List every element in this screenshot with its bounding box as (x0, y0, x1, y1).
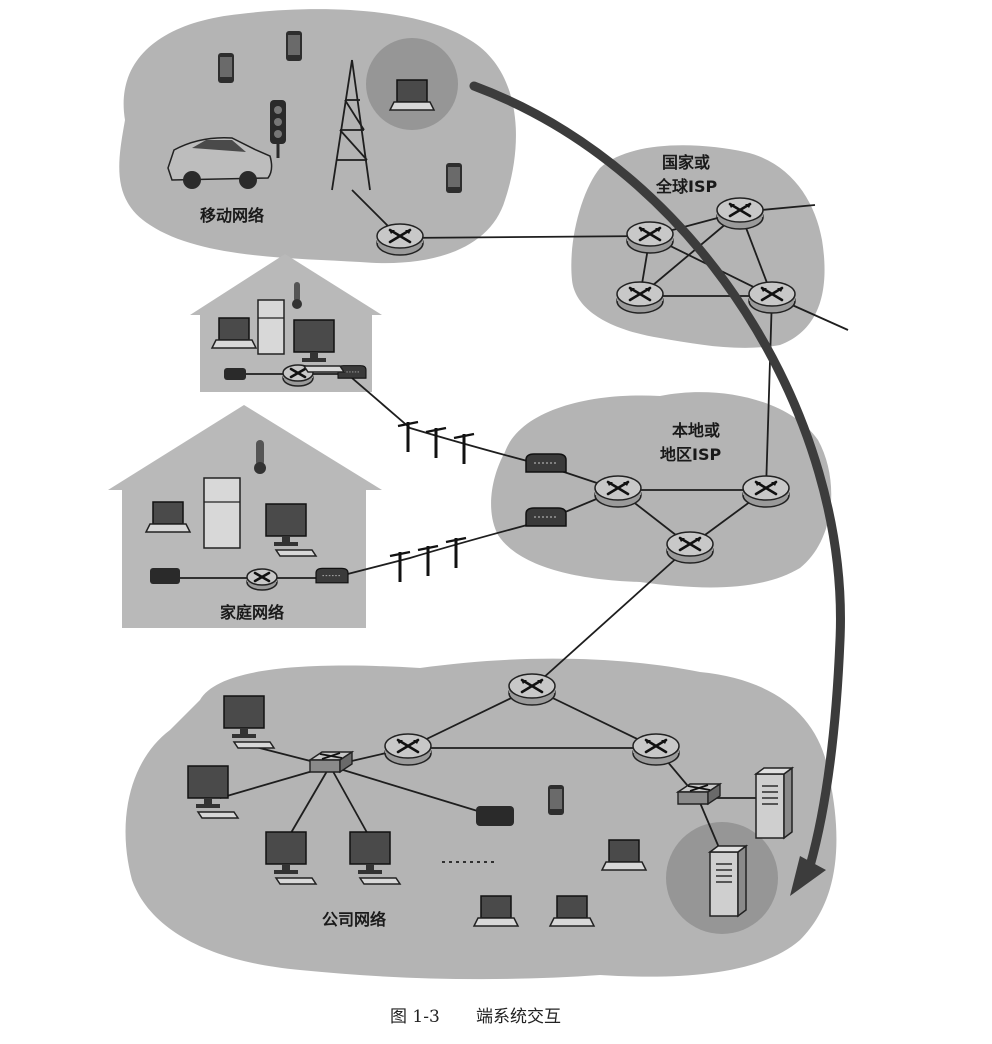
home-network-label: 家庭网络 (220, 603, 284, 622)
global-isp-router-3 (615, 280, 665, 315)
mobile-laptop (389, 79, 435, 111)
enterprise-server-1 (755, 767, 793, 839)
home-top-thermometer (292, 282, 302, 309)
global-isp-label-line1: 国家或 (662, 153, 710, 172)
mobile-network-cloud (119, 9, 516, 264)
home-wifi-ap-bottom (150, 568, 180, 584)
smartphone-3 (446, 163, 462, 193)
regional-modem-2 (525, 507, 567, 527)
regional-isp-router-2 (741, 474, 791, 509)
global-isp-router-2 (715, 196, 765, 231)
enterprise-network-label: 公司网络 (322, 910, 386, 929)
smartphone-1 (218, 53, 234, 83)
home-house-top (190, 254, 382, 392)
cell-tower (331, 59, 371, 191)
home-top-fridge (257, 299, 285, 355)
enterprise-server-2 (709, 845, 747, 917)
global-isp-router-1 (625, 220, 675, 255)
enterprise-wifi-ap (476, 806, 514, 826)
home-house-bottom (108, 405, 382, 628)
utility-poles-bottom (388, 536, 468, 584)
home-bottom-fridge (203, 477, 241, 549)
regional-isp-label-line2: 地区ISP (660, 445, 721, 464)
regional-isp-router-1 (593, 474, 643, 509)
home-modem-bottom (315, 567, 349, 584)
enterprise-router-2 (383, 732, 433, 767)
mobile-router (375, 222, 425, 257)
enterprise-router-1 (507, 672, 557, 707)
figure-title: 端系统交互 (476, 1007, 561, 1027)
mobile-network-label: 移动网络 (200, 206, 264, 225)
home-bottom-laptop (145, 501, 191, 533)
home-bottom-thermometer (254, 440, 266, 474)
car (167, 137, 273, 189)
global-isp-label-line2: 全球ISP (655, 177, 717, 196)
regional-isp-label-line1: 本地或 (672, 421, 720, 440)
end-to-end-arrowhead (790, 856, 826, 896)
enterprise-switch-1 (309, 751, 353, 773)
end-to-end-arrow (469, 81, 845, 871)
regional-isp-router-3 (665, 530, 715, 565)
enterprise-laptop-2 (473, 895, 519, 927)
figure-number: 图 1-3 (390, 1007, 440, 1027)
enterprise-tablet (548, 785, 564, 815)
smartphone-2 (286, 31, 302, 61)
enterprise-laptop-3 (549, 895, 595, 927)
home-top-laptop (211, 317, 257, 349)
enterprise-router-3 (631, 732, 681, 767)
enterprise-laptop-1 (601, 839, 647, 871)
traffic-light (270, 100, 286, 158)
home-router-bottom (245, 567, 279, 592)
regional-modem-1 (525, 453, 567, 473)
utility-poles-top (396, 420, 476, 466)
enterprise-switch-2 (677, 783, 721, 805)
global-isp-router-4 (747, 280, 797, 315)
home-wifi-ap-top (224, 368, 246, 380)
